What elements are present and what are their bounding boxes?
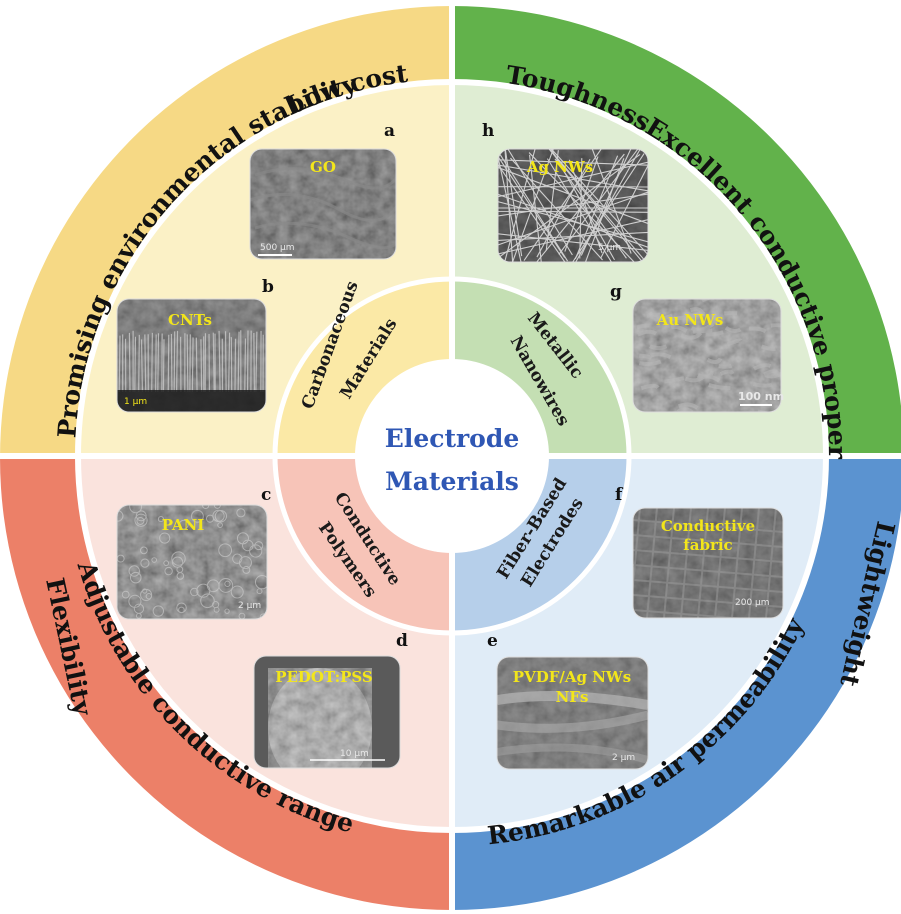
panel-b-letter: b [262,277,274,297]
panel-e-label-line2: NFs [556,688,589,706]
panel-g-letter: g [610,282,622,302]
panel-f-label-line2: fabric [683,536,732,554]
panel-c-letter: c [261,485,271,505]
panel-h-scale: 5 μm [598,243,621,253]
panel-d-letter: d [396,631,408,651]
panel-g-scale: 100 nm [738,390,784,403]
panel-b-label: CNTs [168,311,212,329]
panel-a-letter: a [384,121,395,141]
center-title-line1: Electrode [385,424,519,453]
panel-e-scale: 2 μm [612,753,635,763]
panel-h-letter: h [482,121,494,141]
panel-g-label: Au NWs [656,311,724,329]
panel-d-label: PEDOT:PSS [275,668,373,686]
panel-d-scale: 10 μm [340,749,369,759]
panel-f-label-line1: Conductive [661,517,755,535]
panel-e-letter: e [487,631,498,651]
center-title-line2: Materials [385,467,519,496]
panel-f-scale: 200 μm [735,598,770,608]
panel-a-scale: 500 μm [260,243,295,253]
panel-e-label-line1: PVDF/Ag NWs [513,668,631,686]
panel-h-label: Ag NWs [526,158,593,176]
center-disk-cover [357,361,547,551]
panel-a-label: GO [310,158,336,176]
panel-c-label: PANI [162,516,205,534]
panel-c-scale: 2 μm [238,601,261,611]
panel-b-scale: 1 μm [124,397,147,407]
